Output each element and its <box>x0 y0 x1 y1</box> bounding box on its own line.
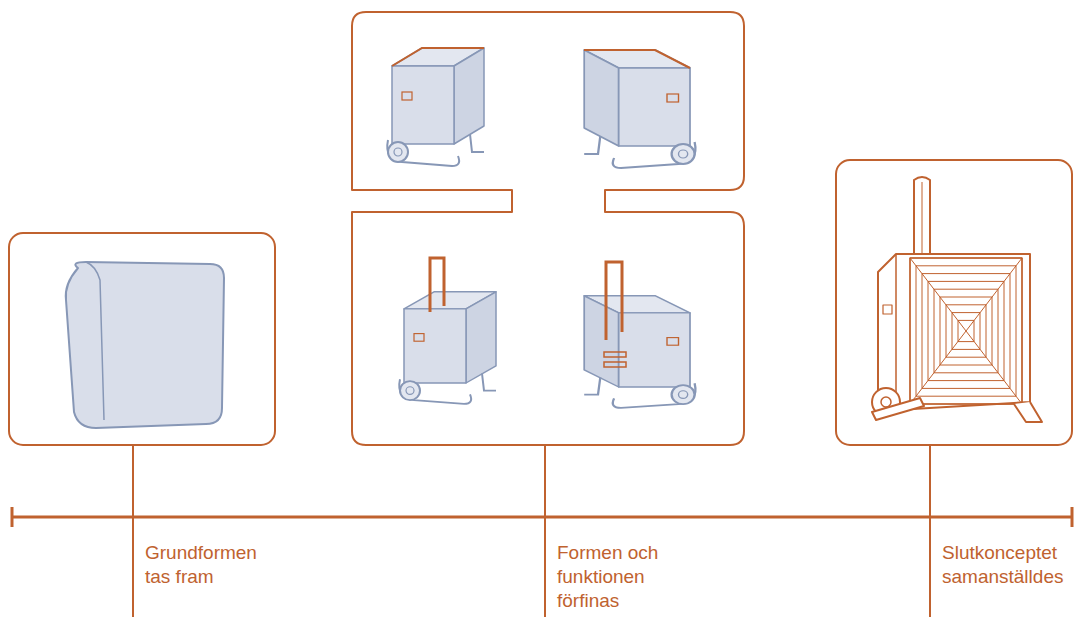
case-sketch <box>387 48 695 408</box>
final-concept <box>872 177 1042 422</box>
stage-label: Slutkonceptet samanställdes <box>942 541 1078 589</box>
stage-frame <box>836 160 1072 445</box>
leader-line <box>132 445 134 617</box>
leader-line <box>544 445 546 617</box>
timeline-axis <box>12 516 1072 519</box>
basic-form <box>66 262 224 428</box>
leader-line <box>929 445 931 617</box>
stage-frame <box>9 233 275 445</box>
stage-label: Formen och funktionen förfinas <box>557 541 687 613</box>
stage-frame <box>352 12 744 445</box>
stage-label: Grundformen tas fram <box>145 541 280 589</box>
